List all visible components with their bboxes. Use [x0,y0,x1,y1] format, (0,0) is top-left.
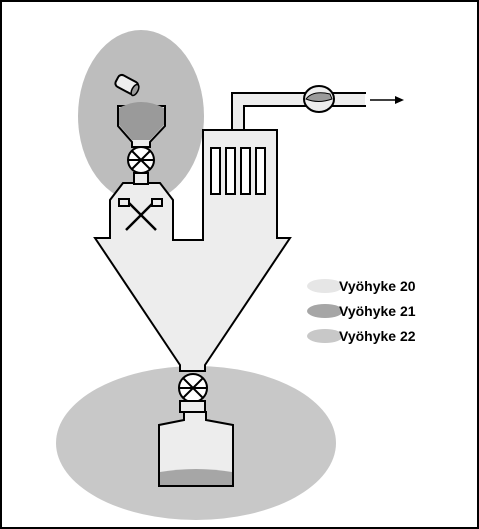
exhaust-fan-icon [303,85,335,113]
atomizer-icon [118,198,163,231]
hopper-powder [119,102,164,140]
exhaust-duct-fill [233,94,306,130]
legend-swatch-zone-20 [307,279,343,293]
separator-slots [210,147,266,195]
legend-item-zone-20: Vyöhyke 20 [307,278,416,294]
outlet-arrow-icon [370,96,404,104]
legend: Vyöhyke 20 Vyöhyke 21 Vyöhyke 22 [307,278,416,344]
collected-powder [160,469,232,485]
legend-swatch-zone-21 [307,304,343,318]
upper-rotary-valve-icon [127,146,155,174]
legend-item-zone-21: Vyöhyke 21 [307,303,416,319]
legend-label-zone-20: Vyöhyke 20 [339,278,416,294]
legend-swatch-zone-22 [307,329,343,343]
lower-rotary-valve-icon [178,373,208,403]
legend-label-zone-21: Vyöhyke 21 [339,303,416,319]
collection-bottle [158,411,234,487]
legend-label-zone-22: Vyöhyke 22 [339,328,416,344]
feed-container-icon [114,73,140,97]
legend-item-zone-22: Vyöhyke 22 [307,328,416,344]
